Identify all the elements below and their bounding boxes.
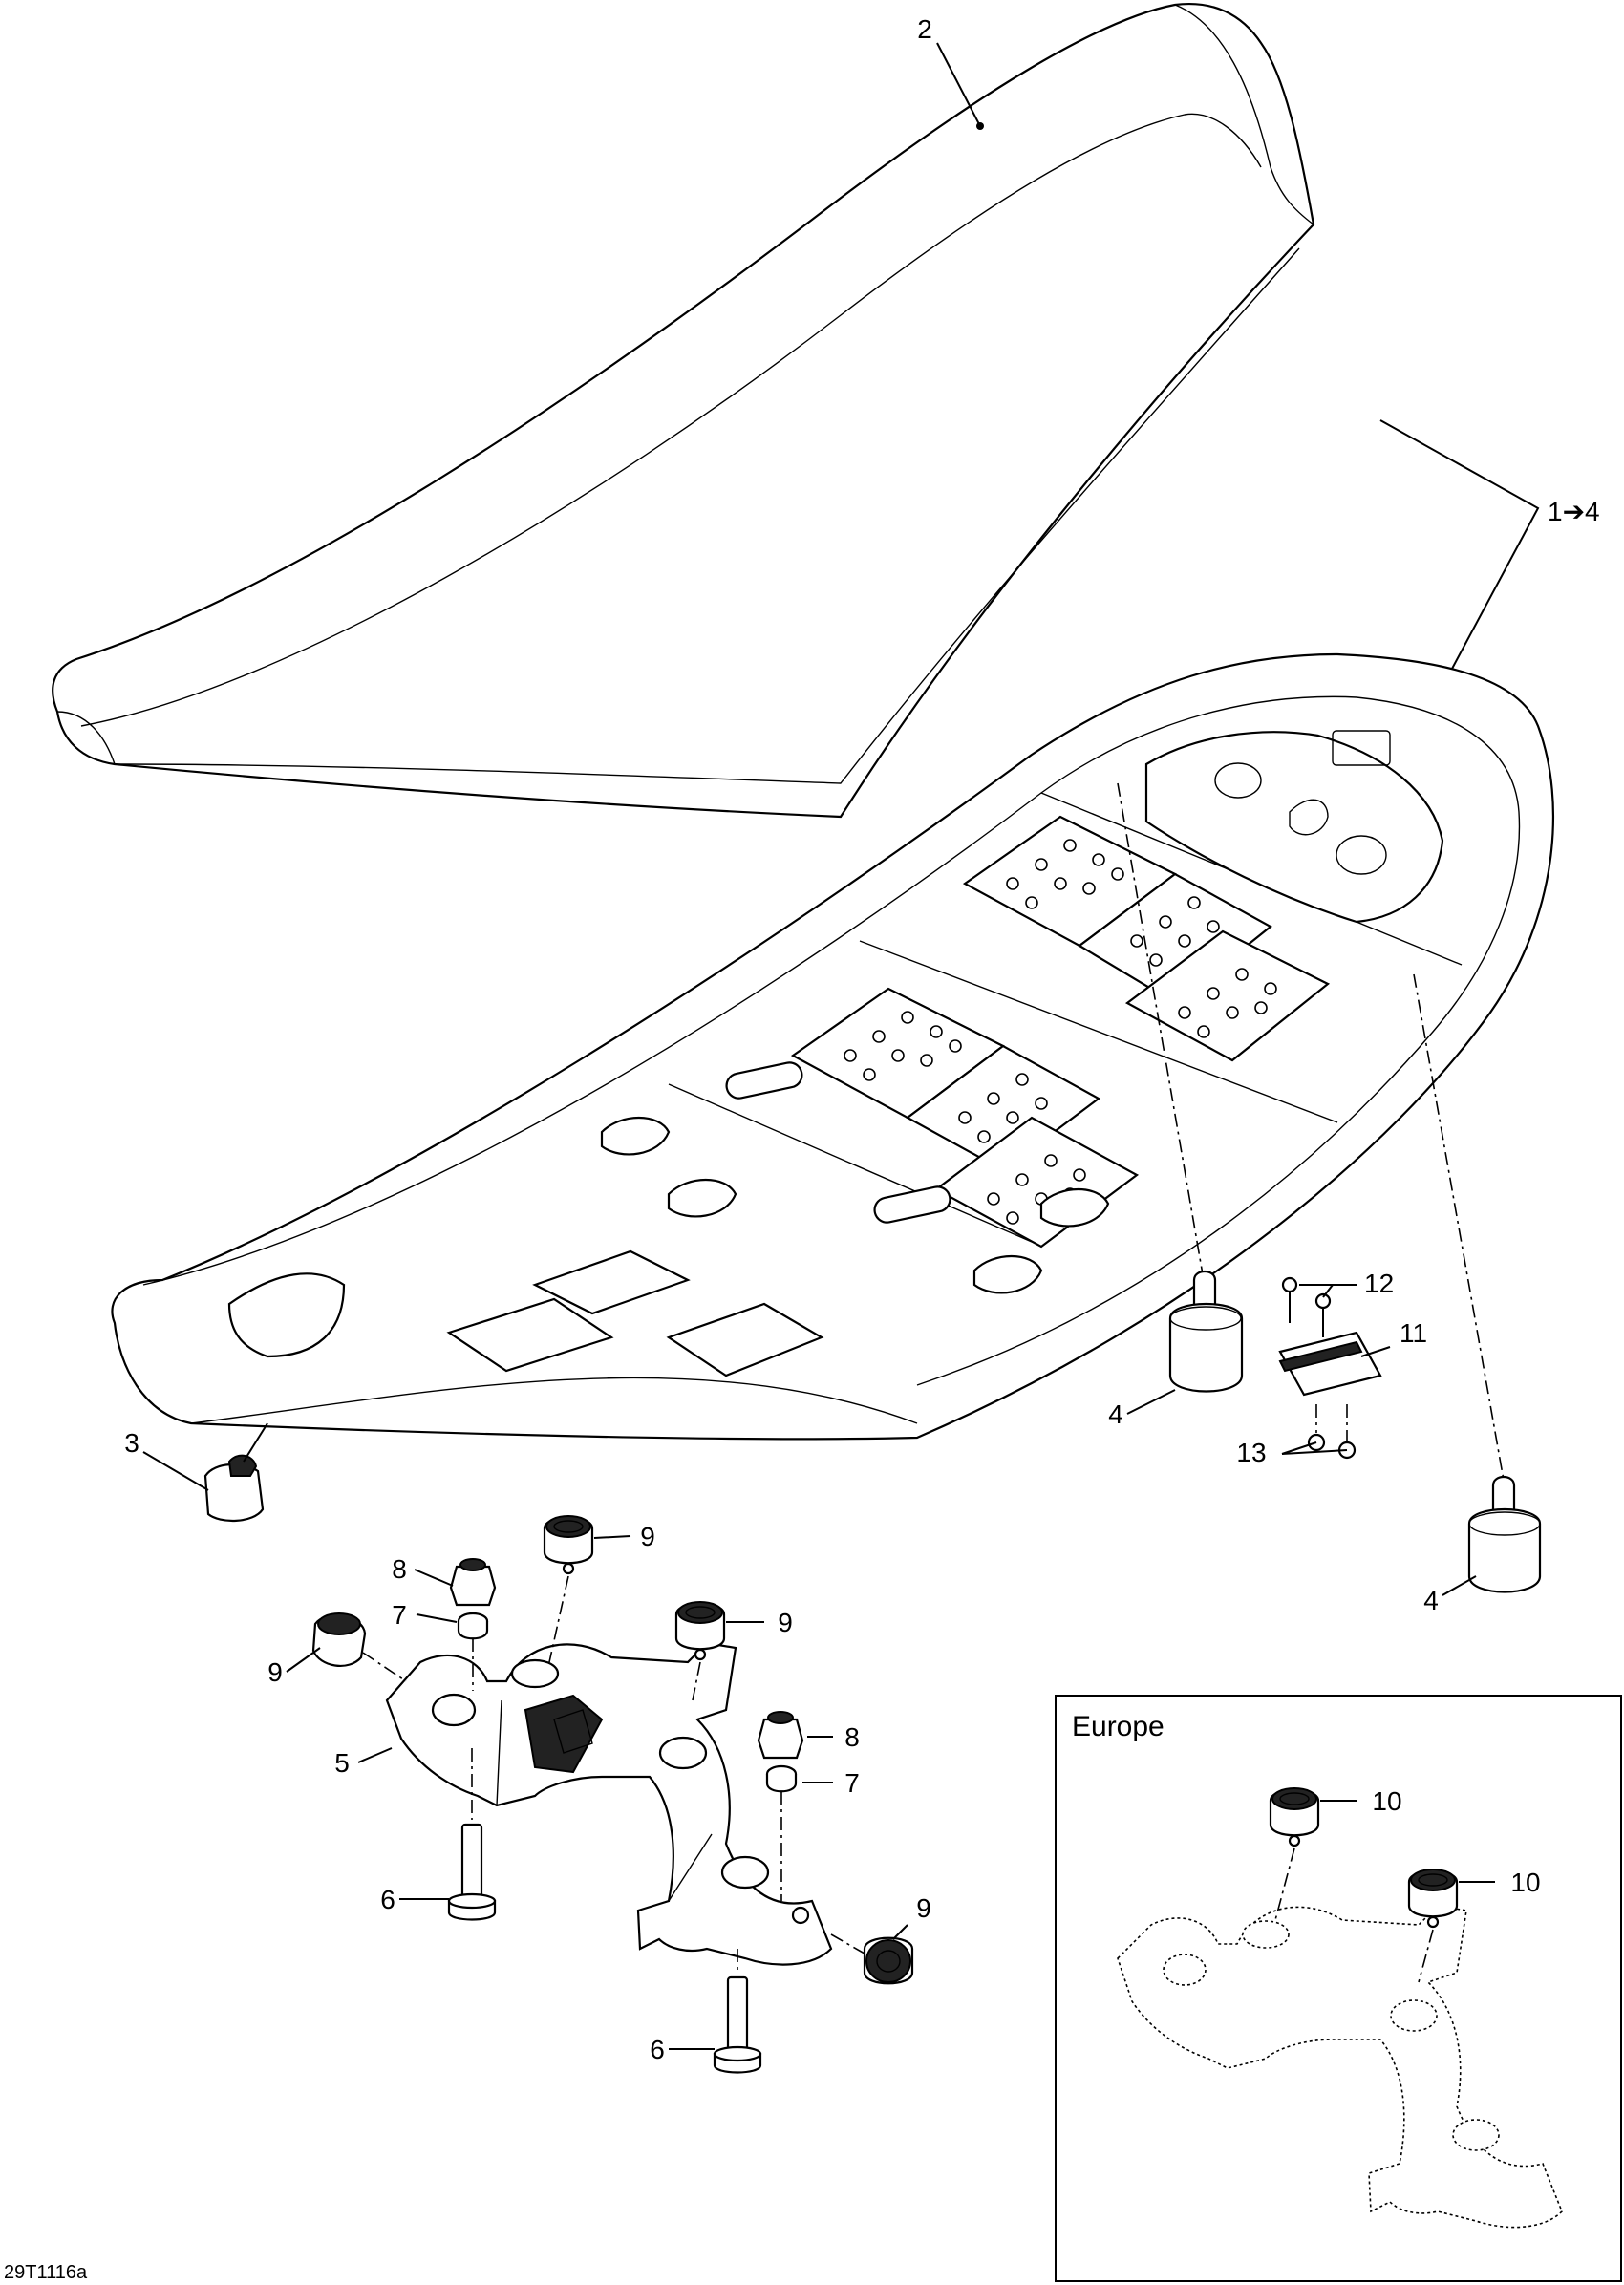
europe-inset: Europe 10 10 bbox=[1055, 1695, 1622, 2282]
nut-8-left bbox=[449, 1558, 497, 1607]
figure-code: 29T1116a bbox=[4, 2262, 88, 2283]
callout-4a: 4 bbox=[1108, 1399, 1123, 1429]
grommet-9-a bbox=[543, 1515, 594, 1575]
callout-6a: 6 bbox=[380, 1885, 395, 1914]
callout-1to4: 1➔4 bbox=[1548, 497, 1600, 526]
callout-9d: 9 bbox=[916, 1893, 931, 1923]
leader-line-1to4 bbox=[1379, 419, 1540, 670]
callout-13: 13 bbox=[1236, 1438, 1266, 1467]
rubber-pad-3 bbox=[142, 1422, 268, 1523]
washer-7-left bbox=[457, 1612, 489, 1640]
callout-6b: 6 bbox=[650, 2035, 665, 2064]
seat-base bbox=[111, 652, 1554, 1441]
bumper-4-right bbox=[1467, 1475, 1542, 1593]
callout-10a: 10 bbox=[1372, 1786, 1401, 1816]
callout-9b: 9 bbox=[267, 1657, 283, 1687]
leader-line-2 bbox=[936, 42, 981, 127]
callout-2: 2 bbox=[917, 14, 932, 44]
callout-4b: 4 bbox=[1423, 1586, 1439, 1615]
grommet-10-b bbox=[1407, 1869, 1459, 1929]
callout-3: 3 bbox=[124, 1428, 139, 1458]
callout-7b: 7 bbox=[844, 1768, 860, 1798]
grommet-9-c bbox=[674, 1601, 726, 1661]
washer-7-right bbox=[765, 1764, 798, 1793]
centerline-bumper-right bbox=[1413, 973, 1506, 1486]
pad-perforations bbox=[844, 839, 1277, 1225]
seat-cover bbox=[52, 3, 1315, 819]
callout-12: 12 bbox=[1364, 1269, 1394, 1298]
bracket-11 bbox=[1278, 1276, 1382, 1460]
bolt-6-left bbox=[447, 1823, 497, 1921]
bolt-6-right bbox=[713, 1975, 762, 2074]
callout-9a: 9 bbox=[640, 1522, 655, 1551]
nut-8-right bbox=[757, 1711, 804, 1760]
callout-5: 5 bbox=[334, 1748, 350, 1778]
europe-label: Europe bbox=[1072, 1711, 1165, 1742]
bumper-4-left bbox=[1168, 1270, 1244, 1393]
grommet-9-d bbox=[863, 1936, 914, 1985]
callout-8b: 8 bbox=[844, 1722, 860, 1752]
grommet-10-a bbox=[1269, 1787, 1320, 1847]
grommet-9-b bbox=[311, 1612, 367, 1667]
callout-8a: 8 bbox=[392, 1554, 407, 1584]
centerline-bumper-left bbox=[1117, 782, 1205, 1281]
callout-10b: 10 bbox=[1510, 1868, 1540, 1897]
mounting-bracket-5 bbox=[385, 1641, 833, 1966]
callout-9c: 9 bbox=[778, 1608, 793, 1637]
callout-7a: 7 bbox=[392, 1600, 407, 1630]
callout-11: 11 bbox=[1400, 1318, 1427, 1348]
